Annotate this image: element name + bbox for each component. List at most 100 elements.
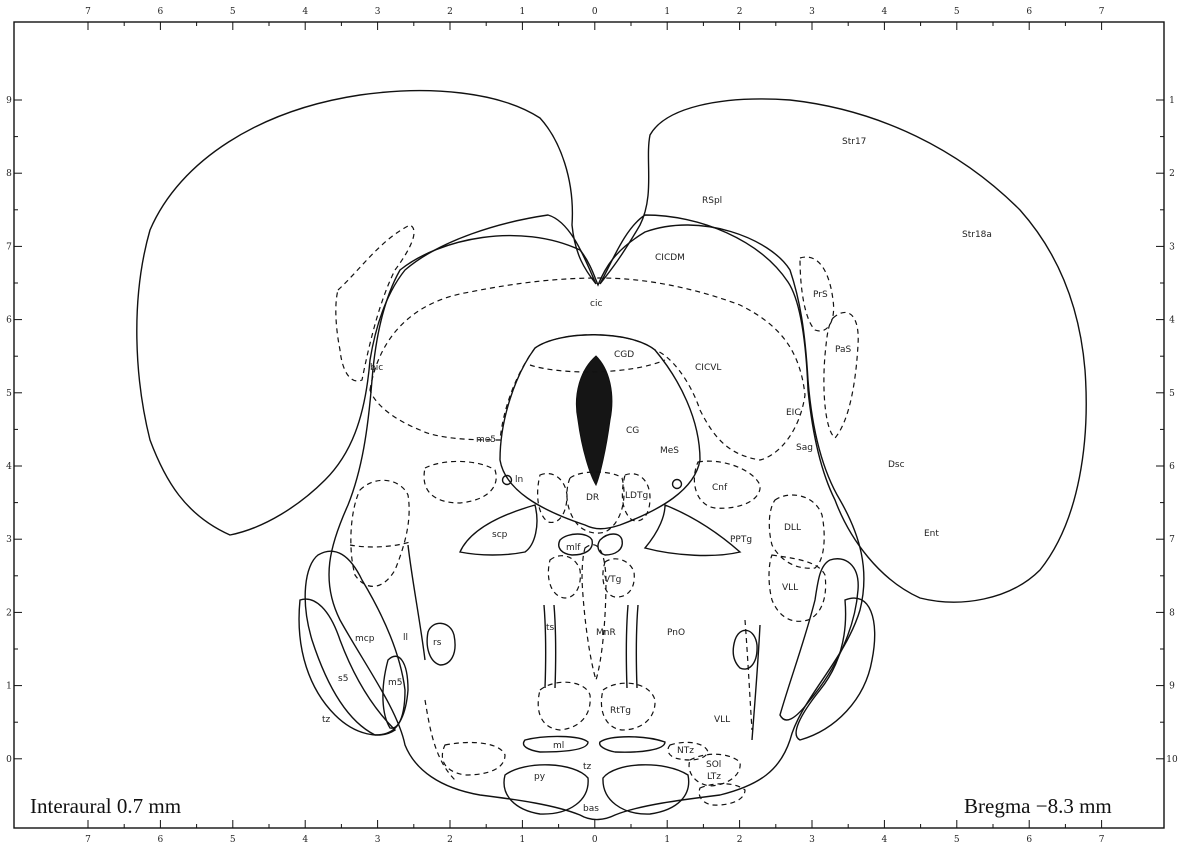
right-axis-tick-label: 7	[1169, 535, 1175, 545]
s5-outline	[299, 599, 395, 735]
pas-boundary	[824, 312, 858, 438]
top-axis-tick-label: 3	[809, 7, 815, 17]
label-cicdm: CICDM	[655, 253, 685, 263]
bottom-axis-tick-label: 2	[737, 835, 743, 845]
bottom-axis-tick-label: 4	[302, 835, 308, 845]
left-lateral-tegmentum-dash	[350, 542, 410, 547]
label-ll: ll	[403, 633, 408, 643]
bottom-axis-tick-label: 5	[954, 835, 960, 845]
label-pno: PnO	[667, 628, 685, 638]
label-dr: DR	[586, 493, 599, 503]
label-mlf: mlf	[566, 543, 581, 553]
bottom-axis-tick-label: 7	[1099, 835, 1105, 845]
scp-right-outline	[645, 505, 740, 555]
label-rttg: RtTg	[610, 706, 631, 716]
mnr-boundary	[582, 545, 606, 680]
label-str17: Str17	[842, 137, 866, 147]
left-axis-tick-label: 3	[6, 535, 12, 545]
label-bic: bic	[370, 363, 383, 373]
label-mcp: mcp	[355, 634, 375, 644]
top-axis-tick-label: 6	[1026, 7, 1032, 17]
right-axis-tick-label: 3	[1169, 242, 1175, 252]
bottom-axis-tick-label: 7	[85, 835, 91, 845]
right-axis-tick-label: 8	[1169, 608, 1175, 618]
bottom-axis-tick-label: 0	[592, 835, 598, 845]
label-sag: Sag	[796, 443, 813, 453]
right-ts-line	[626, 605, 628, 688]
label-ent: Ent	[924, 529, 939, 539]
label-cnf: Cnf	[712, 483, 728, 493]
vtg-left-boundary	[548, 556, 580, 598]
label-cicvl: CICVL	[695, 363, 721, 373]
bregma-caption: Bregma −8.3 mm	[964, 794, 1112, 818]
label-m5: m5	[388, 678, 403, 688]
label-ltz: LTz	[707, 772, 721, 782]
bottom-axis-tick-label: 2	[447, 835, 453, 845]
label-ldtg: LDTg	[625, 491, 648, 501]
aqueduct-filled	[576, 356, 611, 485]
top-axis-tick-label: 2	[737, 7, 743, 17]
right-rs-outline	[733, 630, 757, 669]
right-axis-tick-label: 4	[1169, 316, 1175, 326]
label-bas: bas	[583, 804, 599, 814]
label-pptg: PPTg	[730, 535, 752, 545]
left-axis-tick-label: 0	[6, 755, 12, 765]
label-rspl: RSpl	[702, 196, 722, 206]
left-lateral-line	[408, 545, 425, 660]
left-axis-tick-label: 9	[6, 96, 12, 106]
label-prs: PrS	[813, 290, 828, 300]
left-axis-tick-label: 1	[6, 682, 12, 692]
bottom-axis-tick-label: 5	[230, 835, 236, 845]
label-vtg: VTg	[604, 575, 621, 585]
label-ntz: NTz	[677, 746, 694, 756]
top-axis-tick-label: 1	[664, 7, 670, 17]
right-axis-tick-label: 10	[1166, 755, 1178, 765]
top-axis-tick-label: 6	[158, 7, 164, 17]
right-axis-tick-label: 5	[1169, 389, 1175, 399]
top-axis-tick-label: 4	[302, 7, 308, 17]
ldtg-left-boundary	[538, 474, 567, 523]
label-me5: me5	[476, 435, 496, 445]
label-py: py	[534, 772, 546, 782]
bottom-axis-tick-label: 4	[882, 835, 888, 845]
label-mes: MeS	[660, 446, 679, 456]
label-rs: rs	[433, 638, 442, 648]
label-tz-left: tz	[322, 715, 331, 725]
bottom-axis-tick-label: 6	[1026, 835, 1032, 845]
label-dsc: Dsc	[888, 460, 905, 470]
bottom-axis-tick-label: 6	[158, 835, 164, 845]
left-axis-tick-label: 2	[6, 608, 12, 618]
label-sol: SOl	[706, 760, 721, 770]
left-axis-tick-label: 7	[6, 242, 12, 252]
label-mnr: MnR	[596, 628, 616, 638]
top-axis-tick-label: 4	[882, 7, 888, 17]
right-ts-line-2	[636, 605, 638, 688]
right-axis-tick-label: 2	[1169, 169, 1175, 179]
top-axis-tick-label: 5	[230, 7, 236, 17]
top-axis-tick-label: 5	[954, 7, 960, 17]
bottom-axis-tick-label: 1	[664, 835, 670, 845]
label-pas: PaS	[835, 345, 852, 355]
right-axis-tick-label: 9	[1169, 682, 1175, 692]
top-axis-ticks: 765432101234567	[85, 7, 1105, 30]
label-str18a: Str18a	[962, 230, 992, 240]
py-left-outline	[504, 765, 588, 814]
label-ml: ml	[553, 741, 564, 751]
top-axis-tick-label: 0	[592, 7, 598, 17]
left-cnf-boundary	[424, 461, 496, 503]
label-ln: ln	[515, 475, 523, 485]
bottom-axis-tick-label: 1	[520, 835, 526, 845]
right-axis-tick-label: 6	[1169, 462, 1175, 472]
lateral-pontine-dash	[745, 620, 752, 730]
left-ts-line	[544, 605, 546, 688]
label-eic: EIC	[786, 408, 801, 418]
left-cortex-outline	[137, 91, 596, 535]
top-axis-tick-label: 7	[1099, 7, 1105, 17]
interaural-caption: Interaural 0.7 mm	[30, 794, 181, 818]
left-ts-line-2	[554, 605, 556, 688]
label-cgd: CGD	[614, 350, 634, 360]
left-ventral-dash	[425, 700, 455, 780]
right-axis-ticks: 12345678910	[1156, 96, 1178, 765]
label-ts: ts	[546, 623, 555, 633]
